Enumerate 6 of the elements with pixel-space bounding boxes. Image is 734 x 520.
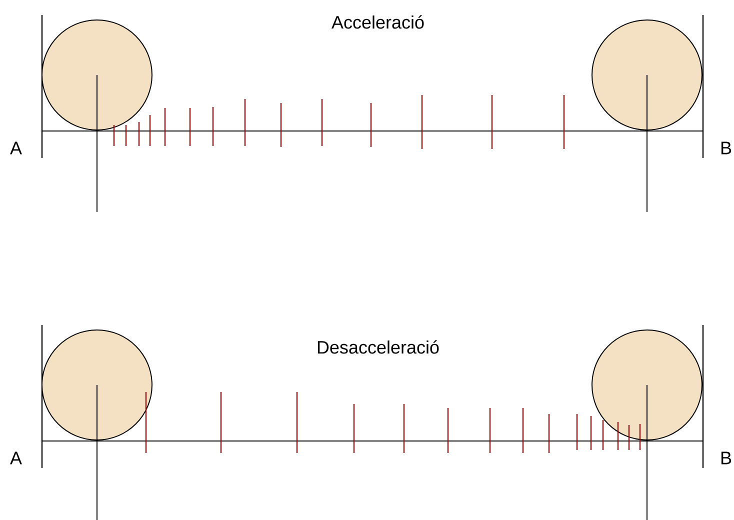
title-label: Desacceleració bbox=[318, 340, 439, 354]
point-label: A bbox=[10, 142, 22, 154]
point-label: A bbox=[10, 452, 22, 464]
point-label: B bbox=[721, 452, 732, 464]
title-label: Acceleració bbox=[332, 15, 424, 29]
point-label: B bbox=[721, 142, 732, 154]
